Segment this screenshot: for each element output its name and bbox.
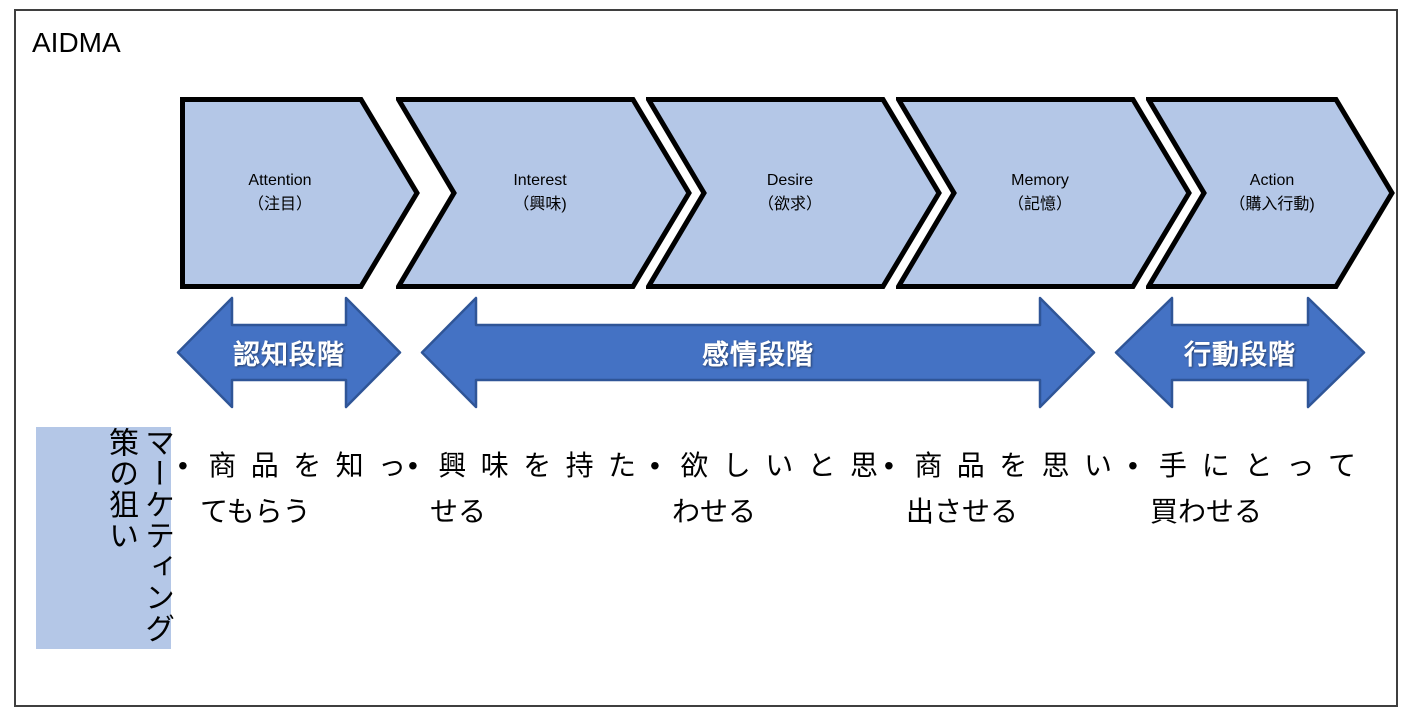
goal-column-desire: •欲しいと思 わせる xyxy=(650,452,878,526)
goal-column-action: •手にとって 買わせる xyxy=(1128,452,1356,526)
marketing-aim-caption: マーケティング 策の狙い xyxy=(36,427,173,649)
goal-line1-desire: •欲しいと思 xyxy=(650,452,878,480)
phase-arrow-row: 認知段階 感情段階 行動段階 xyxy=(0,295,1414,410)
goal-line2-memory: 出させる xyxy=(906,496,1019,527)
phase-arrow-emotional[interactable] xyxy=(420,295,1096,415)
goal-column-memory: •商品を思い 出させる xyxy=(884,452,1112,526)
phase-arrow-cognitive[interactable] xyxy=(176,295,402,415)
goal-line1-action: •手にとって xyxy=(1128,452,1356,480)
phase-arrow-action[interactable] xyxy=(1114,295,1366,415)
goal-text1-memory: 商品を思い xyxy=(900,450,1112,481)
stage-shape-memory[interactable] xyxy=(894,97,1196,294)
aidma-stage-row: Attention （注目） Interest （興味) Desire （欲求） xyxy=(180,97,1395,289)
goal-text1-desire: 欲しいと思 xyxy=(666,450,878,481)
page-title: AIDMA xyxy=(32,27,121,58)
goal-line1-interest: •興味を持た xyxy=(408,452,636,480)
goal-line1-attention: •商品を知っ xyxy=(178,452,406,480)
marketing-aim-caption-line1: マーケティング xyxy=(140,427,173,644)
goal-line2-interest: せる xyxy=(430,496,487,527)
stage-shape-attention[interactable] xyxy=(180,97,420,294)
bullet-icon: • xyxy=(884,450,894,481)
bullet-icon: • xyxy=(650,450,660,481)
stage-shape-interest[interactable] xyxy=(394,97,696,294)
goal-line1-memory: •商品を思い xyxy=(884,452,1112,480)
goal-text1-attention: 商品を知っ xyxy=(194,450,406,481)
bullet-icon: • xyxy=(178,450,188,481)
bullet-icon: • xyxy=(408,450,418,481)
bullet-icon: • xyxy=(1128,450,1138,481)
stage-shape-action[interactable] xyxy=(1144,97,1396,294)
goal-line2-attention: てもらう xyxy=(200,496,311,527)
goal-column-attention: •商品を知っ てもらう xyxy=(178,452,406,526)
goal-line2-desire: わせる xyxy=(672,496,757,527)
goal-list-row: •商品を知っ てもらう •興味を持た せる •欲しいと思 わせる •商品を思い … xyxy=(178,452,1393,562)
goal-text1-action: 手にとって xyxy=(1144,450,1356,481)
goal-line2-action: 買わせる xyxy=(1150,496,1263,527)
goal-column-interest: •興味を持た せる xyxy=(408,452,636,526)
goal-text1-interest: 興味を持た xyxy=(424,450,636,481)
marketing-aim-caption-line2: 策の狙い xyxy=(104,427,137,551)
stage-shape-desire[interactable] xyxy=(644,97,946,294)
